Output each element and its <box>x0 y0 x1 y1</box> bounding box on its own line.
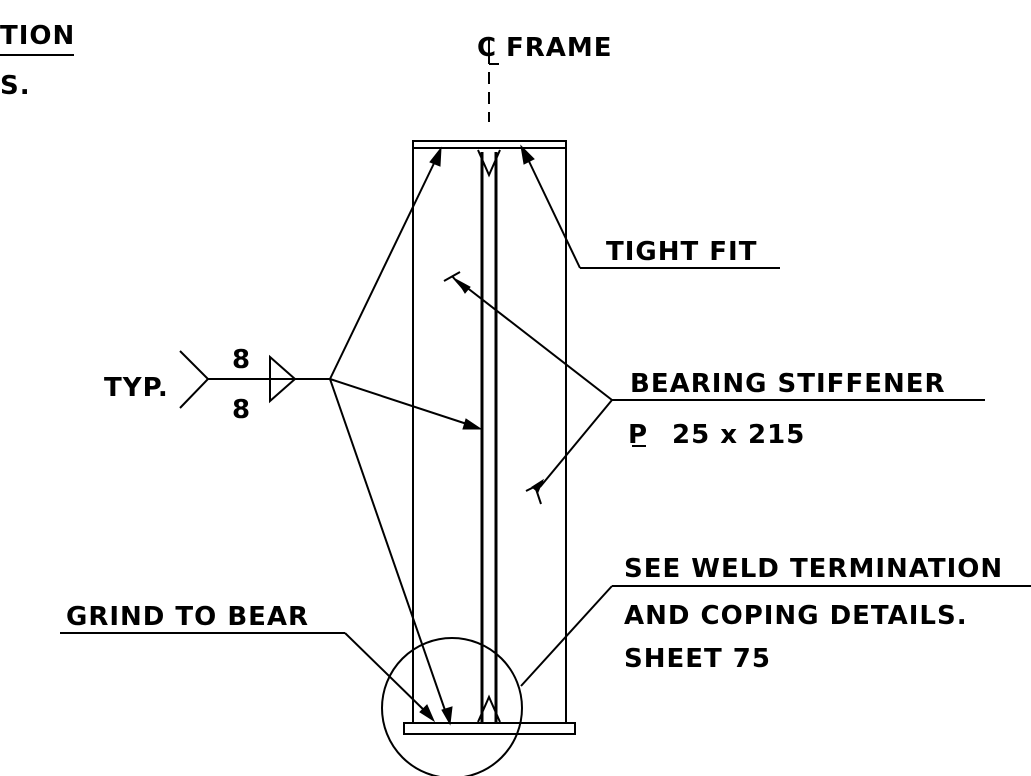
weld-leader-top <box>329 154 439 380</box>
see-weld-label-line2: AND COPING DETAILS. <box>624 601 968 631</box>
see-weld-label-line1: SEE WELD TERMINATION <box>624 554 1003 584</box>
see-weld-leader <box>520 585 613 687</box>
weld-leader-top-arrowhead <box>429 146 442 167</box>
svg-text:P: P <box>628 420 648 450</box>
fillet-weld-symbol <box>269 354 297 404</box>
centerline-symbol: C <box>477 33 499 65</box>
centerline-frame-label: FRAME <box>506 33 613 63</box>
grind-to-bear-arrowhead <box>419 704 436 723</box>
stiffener-leader-lower-arrowhead <box>531 478 545 493</box>
svg-text:C: C <box>477 33 497 63</box>
stiffener-leader-lower <box>539 399 613 488</box>
top-web-weld <box>477 149 501 178</box>
see-weld-label-line3: SHEET 75 <box>624 644 771 674</box>
top-flange-plate <box>412 140 567 149</box>
tight-fit-label: TIGHT FIT <box>606 237 757 267</box>
weld-leader-mid-arrowhead <box>462 418 483 430</box>
bearing-stiffener-label: BEARING STIFFENER <box>630 369 946 399</box>
detail-callout-circle <box>381 637 523 776</box>
top-left-label-line1: TION <box>0 21 75 51</box>
stiffener-leader-upper <box>460 282 613 401</box>
bottom-flange-plate <box>403 722 576 735</box>
grind-to-bear-leader <box>344 632 429 715</box>
top-left-label-line2: S. <box>0 71 31 101</box>
tight-fit-leader <box>524 152 581 269</box>
bottom-web-weld <box>477 694 501 723</box>
grind-to-bear-label: GRIND TO BEAR <box>66 602 309 632</box>
weld-symbol-tail <box>179 350 210 409</box>
tight-fit-arrowhead <box>520 144 535 165</box>
typ-label: TYP. <box>104 373 169 403</box>
plate-symbol: P <box>628 420 648 450</box>
stiffener-assembly <box>403 140 576 735</box>
stiffener-leader-upper-arrowhead <box>455 278 471 294</box>
weld-size-top: 8 <box>232 345 251 375</box>
bearing-stiffener-size: 25 x 215 <box>672 420 805 450</box>
weld-leader-bottom <box>329 378 448 717</box>
weld-leader-bottom-arrowhead <box>441 706 453 726</box>
weld-leader-mid <box>329 378 474 427</box>
weld-size-bottom: 8 <box>232 395 251 425</box>
